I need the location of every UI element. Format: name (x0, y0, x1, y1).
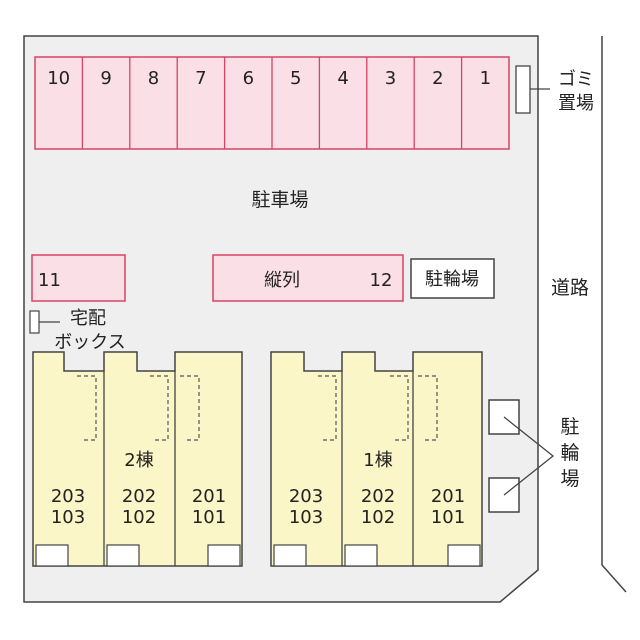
unit-upper-number: 203 (51, 486, 85, 507)
unit-upper-number: 201 (192, 486, 226, 507)
bike-parking-top-label: 駐輪場 (425, 269, 479, 290)
unit-lower-number: 101 (431, 507, 465, 528)
bike-parking-side-char2: 輪 (560, 442, 579, 464)
parking-label: 駐車場 (251, 189, 308, 211)
parking-space-number: 3 (385, 68, 396, 89)
garbage-label-line1: ゴミ (558, 69, 594, 90)
parking-space-12-number: 12 (370, 270, 393, 291)
parking-space-11 (31, 254, 126, 302)
stair-dashed (77, 375, 97, 441)
garbage-area (515, 65, 531, 114)
unit-lower-number: 102 (122, 507, 156, 528)
entrance-box (207, 544, 241, 567)
entrance-box (447, 544, 481, 567)
unit-lower-number: 102 (361, 507, 395, 528)
building-2-name: 2棟 (124, 450, 153, 471)
building-2: 2棟 203 103 202 102 201 101 (32, 351, 243, 567)
stair-dashed (418, 375, 438, 441)
delivery-box-label-line2: ボックス (54, 332, 125, 353)
parking-space-number: 8 (148, 68, 159, 89)
parking-space-number: 1 (480, 68, 491, 89)
entrance-box (35, 544, 69, 567)
delivery-box-label-line1: 宅配 (70, 308, 106, 329)
parking-space-number: 9 (100, 68, 111, 89)
parking-space-12 (212, 254, 404, 302)
bike-parking-leader (503, 416, 555, 496)
unit-upper-number: 201 (431, 486, 465, 507)
parking-space-number: 6 (243, 68, 254, 89)
stair-dashed (390, 375, 409, 441)
parking-space-number: 5 (290, 68, 301, 89)
parking-space-number: 10 (47, 68, 70, 89)
parking-row: 10 9 8 7 6 5 4 3 2 1 (34, 56, 510, 150)
parking-space-number: 4 (337, 68, 348, 89)
unit-upper-number: 202 (361, 486, 395, 507)
stair-dashed (318, 375, 337, 441)
bike-parking-side-char3: 場 (560, 468, 579, 490)
tandem-label: 縦列 (264, 270, 300, 291)
stair-dashed (180, 375, 200, 441)
road-edge (601, 36, 627, 593)
entrance-box (344, 544, 378, 567)
parking-space-number: 2 (432, 68, 443, 89)
unit-lower-number: 101 (192, 507, 226, 528)
entrance-box (106, 544, 140, 567)
parking-space-11-number: 11 (38, 270, 61, 291)
delivery-box (29, 310, 40, 334)
unit-lower-number: 103 (51, 507, 85, 528)
building-1: 1棟 203 103 202 102 201 101 (270, 351, 483, 567)
parking-space-number: 7 (195, 68, 206, 89)
entrance-box (273, 544, 307, 567)
bike-parking-side-char1: 駐 (560, 416, 579, 438)
unit-lower-number: 103 (289, 507, 323, 528)
road-label: 道路 (551, 277, 589, 299)
unit-upper-number: 202 (122, 486, 156, 507)
unit-upper-number: 203 (289, 486, 323, 507)
building-1-name: 1棟 (363, 450, 392, 471)
bike-parking-top (410, 258, 495, 299)
garbage-label-line2: 置場 (558, 93, 594, 114)
stair-dashed (150, 375, 169, 441)
building-1-outline (270, 351, 483, 567)
building-2-outline (32, 351, 243, 567)
